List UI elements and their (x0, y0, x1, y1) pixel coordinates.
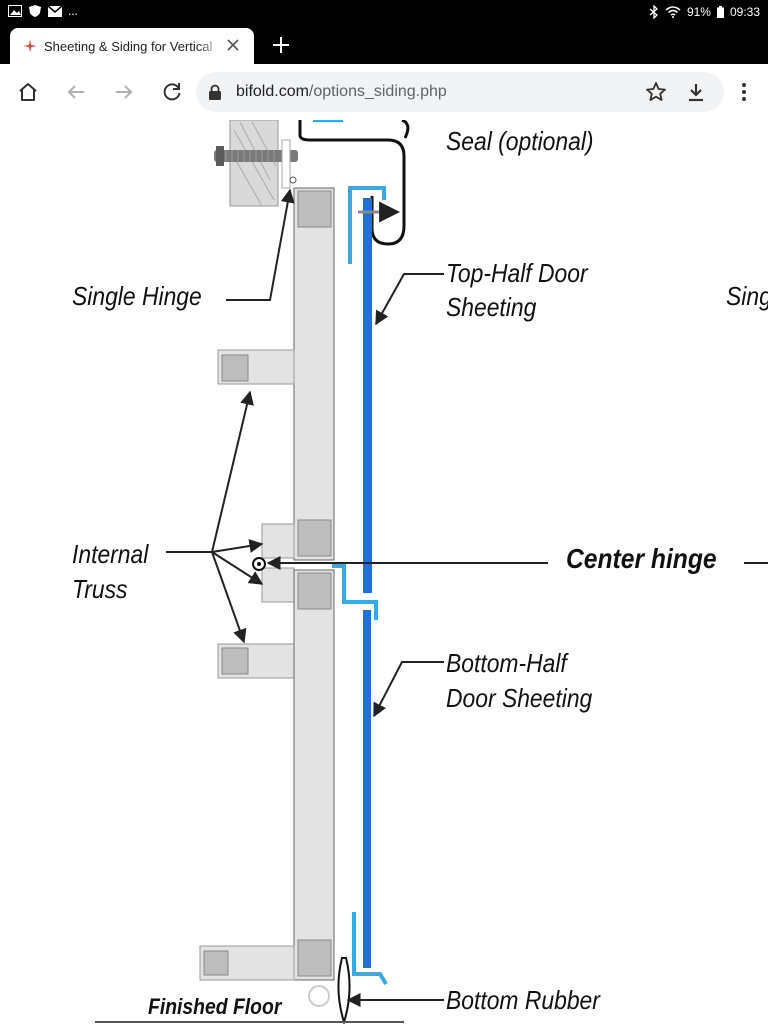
truss-block-lower (217, 643, 295, 679)
bluetooth-icon (649, 5, 658, 19)
seal-top (401, 120, 410, 139)
label-bottom-half-line2: Door Sheeting (446, 683, 593, 713)
label-bottom-rubber: Bottom Rubber (446, 985, 600, 1015)
mail-icon (48, 5, 62, 17)
center-flashing (332, 564, 378, 620)
tab-strip: Sheeting & Siding for Vertical (0, 26, 768, 64)
label-seal-optional: Seal (optional) (446, 126, 594, 156)
battery-percent: 91% (686, 5, 711, 19)
truss-leader-lower (211, 551, 247, 644)
hinge-pin (289, 176, 297, 184)
home-icon[interactable] (16, 80, 40, 104)
truss-block-upper (217, 349, 295, 385)
download-icon[interactable] (684, 80, 708, 104)
bottom-rubber-seal (337, 957, 351, 1024)
truss-block-bottom (199, 945, 295, 981)
back-icon[interactable] (64, 80, 88, 104)
menu-more-icon[interactable] (732, 80, 756, 104)
truss-leader-upper (166, 390, 254, 553)
close-tab-icon[interactable] (224, 36, 242, 54)
status-bar: ... 91% 09:33 (0, 0, 768, 26)
hinge-bracket (281, 139, 291, 189)
more-notifications: ... (68, 4, 79, 18)
browser-tab[interactable]: Sheeting & Siding for Vertical (10, 28, 254, 64)
single-hinge-leader (226, 188, 295, 301)
label-finished-floor: Finished Floor (148, 994, 282, 1019)
diagram-drawing (95, 120, 768, 1024)
bookmark-star-icon[interactable] (644, 80, 668, 104)
top-half-sheeting (363, 198, 372, 593)
label-sing-cut: Sing (726, 281, 768, 311)
label-single-hinge: Single Hinge (72, 281, 202, 311)
tab-title: Sheeting & Siding for Vertical (44, 38, 213, 54)
label-internal-line1: Internal (72, 539, 149, 569)
truss-leader-center-down (211, 551, 264, 585)
label-bottom-half-line1: Bottom-Half (446, 648, 567, 678)
gallery-icon (8, 5, 22, 17)
url-domain: bifold.com (236, 83, 309, 100)
top-half-leader (375, 273, 444, 326)
shield-wifi-icon (29, 5, 41, 17)
clock: 09:33 (729, 5, 760, 19)
lock-icon (209, 84, 221, 100)
new-tab-icon[interactable] (270, 34, 292, 56)
seal-loop (298, 120, 406, 246)
header-wood-block (229, 120, 279, 207)
siding-diagram: Seal (optional) Single Hinge Top-Half Do… (0, 120, 768, 1024)
label-top-half-line2: Sheeting (446, 292, 537, 322)
bottom-panel-frame (293, 569, 335, 981)
floor-fastener (308, 985, 330, 1007)
address-bar[interactable]: bifold.com/options_siding.php (196, 72, 724, 112)
forward-icon[interactable] (112, 80, 136, 104)
label-center-hinge: Center hinge (566, 543, 717, 574)
bottom-flashing (352, 912, 388, 986)
battery-icon (716, 6, 724, 18)
reload-icon[interactable] (160, 80, 184, 104)
top-flashing-channel (348, 186, 386, 264)
url-path: /options_siding.php (308, 83, 447, 100)
bottom-half-leader (373, 661, 444, 718)
url-text: bifold.com/options_siding.php (236, 83, 447, 101)
browser-toolbar: bifold.com/options_siding.php (0, 64, 768, 120)
label-top-half-line1: Top-Half Door (446, 258, 588, 288)
top-panel-frame (293, 187, 335, 561)
label-internal-line2: Truss (72, 574, 128, 604)
truss-leader-center-up (211, 539, 264, 553)
bottom-half-sheeting (363, 610, 371, 968)
wifi-icon (665, 6, 681, 18)
site-favicon-icon (23, 39, 37, 53)
